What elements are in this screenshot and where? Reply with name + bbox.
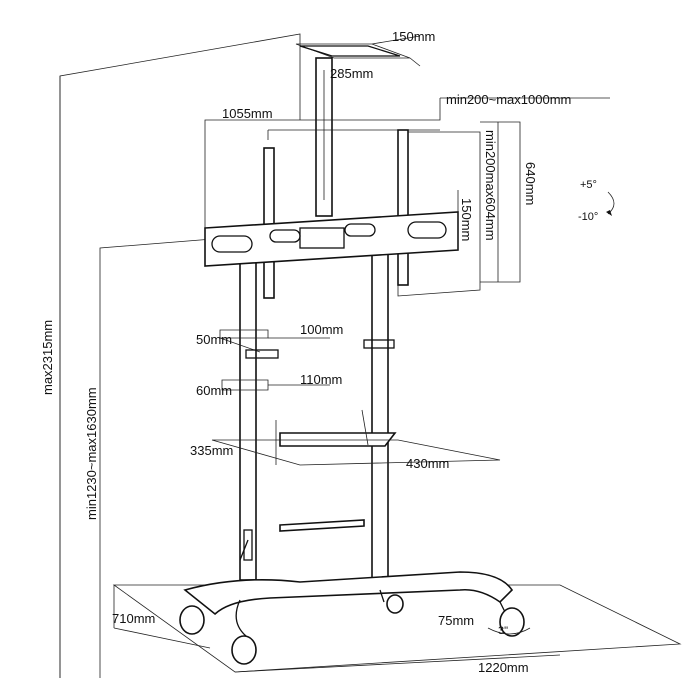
label-center-range: min1230~max1630mm <box>84 387 99 520</box>
label-base-depth: 710mm <box>112 611 155 626</box>
label-width-total: 1055mm <box>222 106 273 121</box>
mounting-crossbar <box>204 211 459 267</box>
height-frame <box>59 33 301 678</box>
label-clamp2-height: 60mm <box>196 383 232 398</box>
tilt-indicator <box>606 191 615 216</box>
label-arm-height: 150mm <box>459 198 474 241</box>
label-panel-height: 640mm <box>523 162 538 205</box>
label-vesa-vertical: min200max604mm <box>483 130 498 241</box>
center-column <box>315 57 333 217</box>
label-shelf-depth: 335mm <box>190 443 233 458</box>
label-wheel-inches: 3" <box>498 625 508 637</box>
clamp-2 <box>221 379 330 391</box>
clamp-1 <box>219 329 395 359</box>
label-wheel-size: 75mm <box>438 613 474 628</box>
wheels <box>179 594 531 665</box>
label-tilt-down: -10° <box>578 211 598 223</box>
label-clamp2-width: 110mm <box>300 372 342 387</box>
label-clamp1-width: 100mm <box>300 322 343 337</box>
top-plate <box>295 35 421 67</box>
lower-crossbar <box>239 519 365 561</box>
label-tilt-up: +5° <box>580 179 597 191</box>
label-clamp1-height: 50mm <box>196 332 232 347</box>
label-max-height: max2315mm <box>40 320 55 395</box>
label-vesa-horizontal: min200~max1000mm <box>446 92 571 107</box>
vesa-panel-outline <box>397 121 521 297</box>
label-shelf-width: 430mm <box>406 456 449 471</box>
shelf <box>211 409 501 466</box>
label-top-depth: 285mm <box>330 66 373 81</box>
label-base-width: 1220mm <box>478 660 529 675</box>
label-top-width: 150mm <box>392 29 435 44</box>
uprights <box>239 129 409 581</box>
width-dimension-lines <box>204 97 610 230</box>
